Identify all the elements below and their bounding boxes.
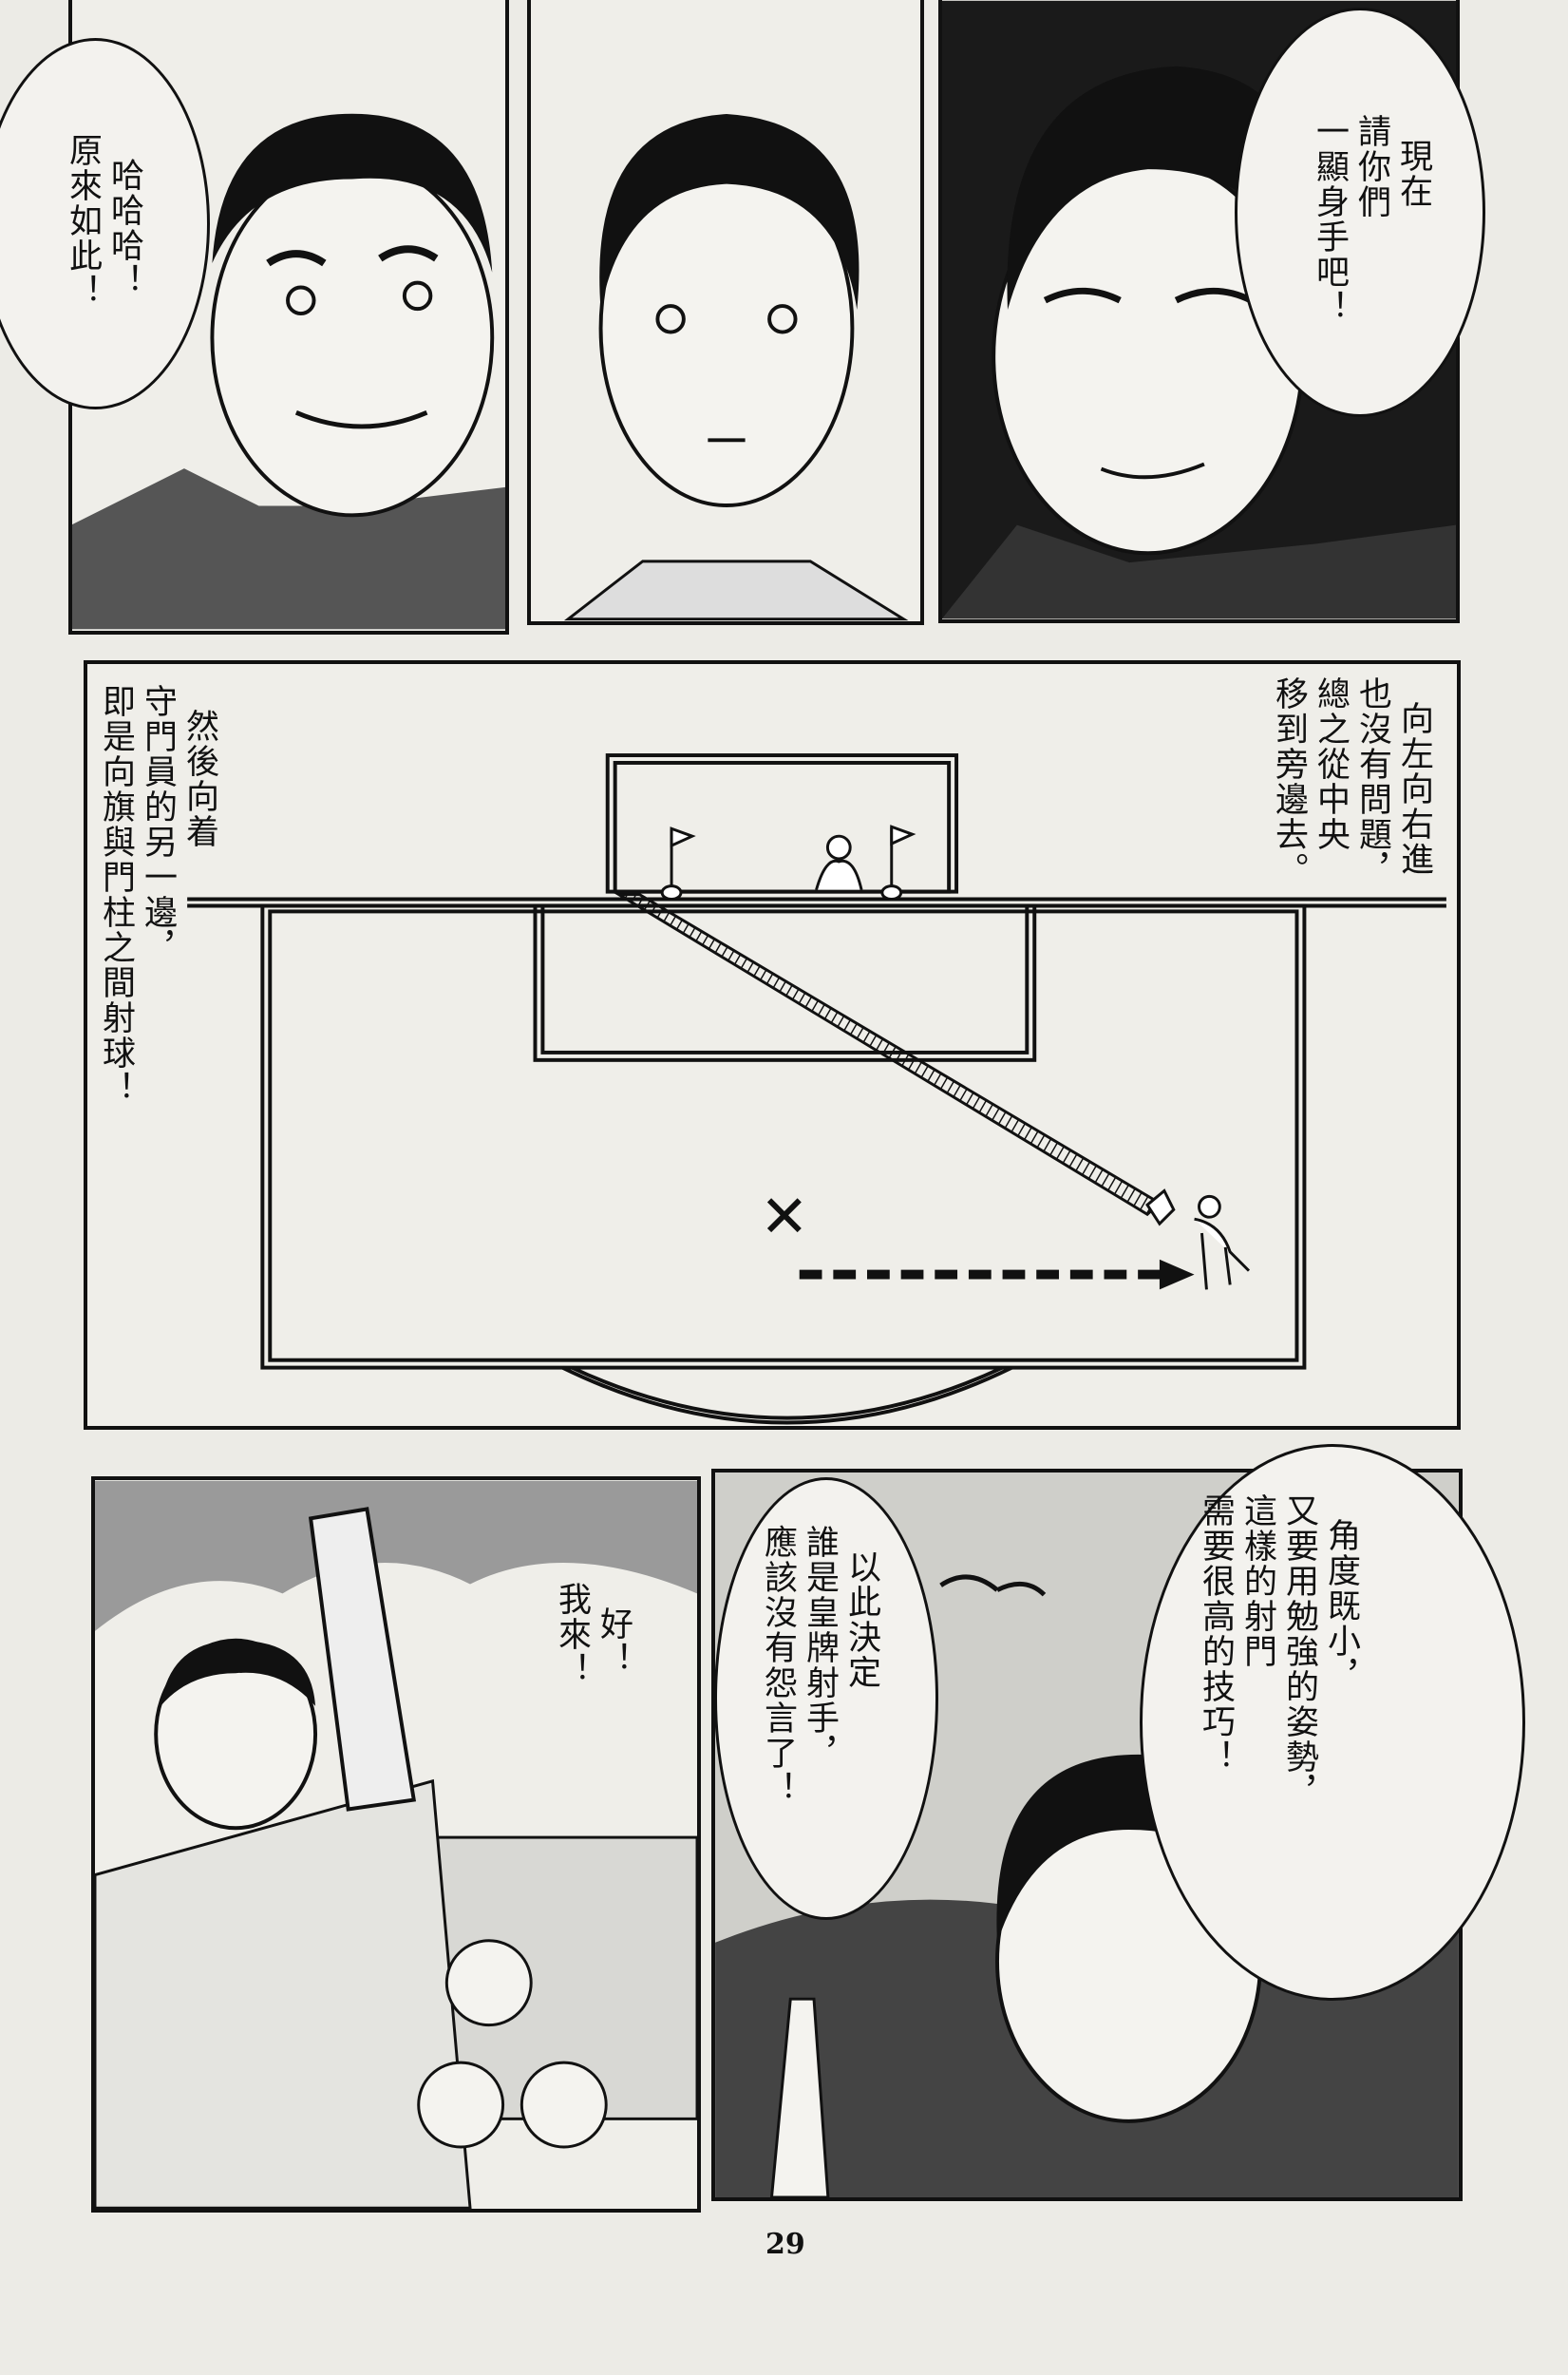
speech-text-laugh: 哈哈哈！原來如此！ xyxy=(62,133,187,309)
caption-line: 守門員的另一邊， xyxy=(139,684,177,965)
caption-right: 向左向右進也沒有問題，總之從中央移到旁邊去。 xyxy=(1268,676,1477,887)
penalty-arc xyxy=(561,1365,1013,1425)
goal xyxy=(605,753,959,894)
panel-2 xyxy=(527,0,924,625)
corner-flag-left xyxy=(660,826,696,902)
speech-line: 好！ xyxy=(595,1606,633,1678)
speech-text-volunteer: 好！我來！ xyxy=(551,1582,676,1687)
speech-text-skill: 角度既小，又要用勉強的姿勢，這樣的射門需要很高的技巧！ xyxy=(1195,1493,1404,1810)
speech-line: 角度既小， xyxy=(1322,1518,1360,1695)
caption-line: 移到旁邊去。 xyxy=(1270,676,1308,887)
speech-line: 原來如此！ xyxy=(64,133,102,309)
caption-line: 然後向着 xyxy=(180,709,218,850)
speech-line: 需要很高的技巧！ xyxy=(1197,1493,1235,1775)
corner-flag-right xyxy=(880,825,916,902)
speech-bubble-decide xyxy=(714,1477,938,1920)
character-volunteer-raising-hand xyxy=(95,1480,697,2209)
speech-bubble-skill xyxy=(1140,1444,1525,2001)
panel-5 xyxy=(91,1476,701,2213)
x-mark xyxy=(766,1198,802,1233)
speech-line: 誰是皇牌射手， xyxy=(801,1525,839,1771)
speech-line: 應該沒有怨言了！ xyxy=(759,1525,797,1806)
speech-bubble-laugh xyxy=(0,38,210,409)
page-number: 29 xyxy=(765,2228,805,2261)
soccer-field-diagram xyxy=(187,753,1446,1425)
caption-left: 然後向着守門員的另一邊，即是向旗與門柱之間射球！ xyxy=(95,684,262,1106)
speech-line: 一顯身手吧！ xyxy=(1311,114,1349,325)
caption-line: 總之從中央 xyxy=(1312,676,1350,852)
bird-icon xyxy=(939,1574,1047,1597)
speech-line: 請你們 xyxy=(1352,114,1390,219)
penalty-area xyxy=(260,903,1307,1370)
speech-line: 哈哈哈！ xyxy=(105,158,143,299)
speech-bubble-challenge xyxy=(1235,8,1485,417)
character-surprised-boy xyxy=(563,114,909,621)
goalkeeper-figure xyxy=(815,834,863,891)
speech-line: 又要用勉強的姿勢， xyxy=(1280,1493,1318,1810)
dashed-arrow xyxy=(799,1259,1195,1290)
shooter-figure xyxy=(1145,1188,1251,1290)
caption-line: 向左向右進 xyxy=(1395,701,1433,878)
speech-line: 現在 xyxy=(1394,139,1432,210)
speech-text-challenge: 現在請你們一顯身手吧！ xyxy=(1309,114,1476,325)
speech-line: 這樣的射門 xyxy=(1238,1493,1276,1669)
speech-text-decide: 以此決定誰是皇牌射手，應該沒有怨言了！ xyxy=(757,1525,924,1806)
character-smiling-coach xyxy=(942,0,1456,619)
speech-line: 以此決定 xyxy=(842,1549,880,1691)
caption-line: 也沒有問題， xyxy=(1353,676,1391,887)
speech-line: 我來！ xyxy=(553,1582,591,1687)
caption-line: 即是向旗與門柱之間射球！ xyxy=(97,684,135,1106)
panel-4-diagram xyxy=(84,660,1461,1430)
